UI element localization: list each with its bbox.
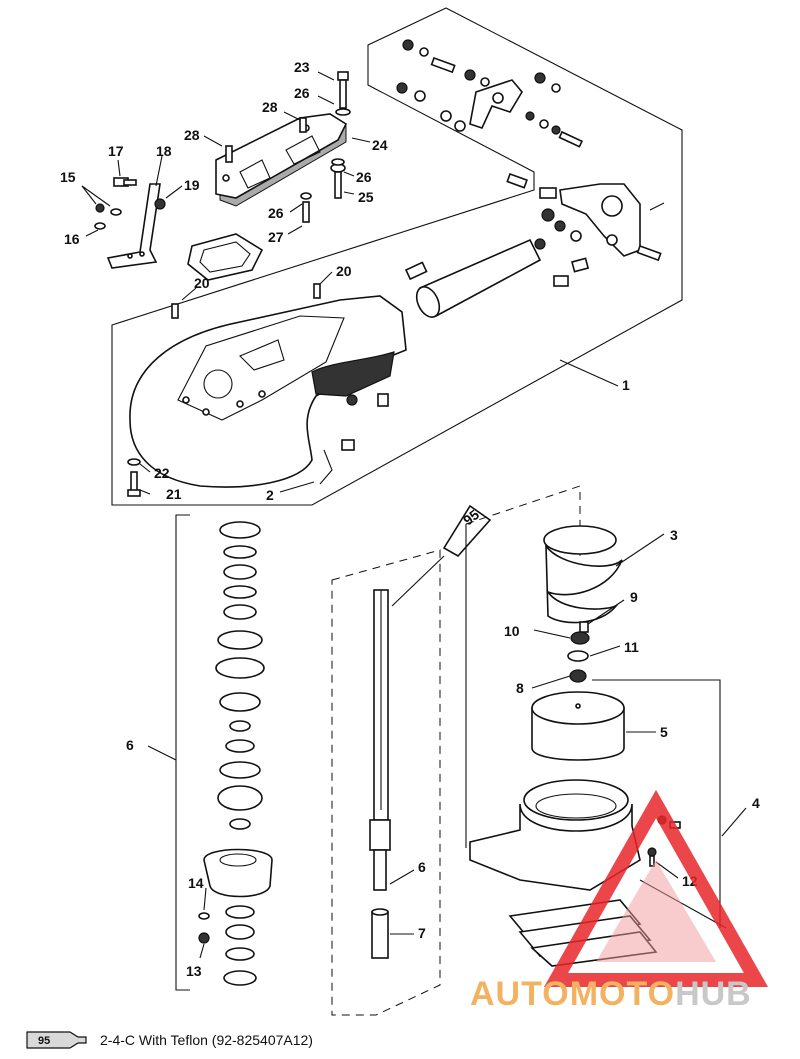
bolt-27 [302, 201, 310, 223]
callout-11: 11 [624, 639, 639, 655]
stator-nozzle [469, 779, 641, 891]
drive-shaft-group-outline [331, 549, 441, 1016]
callout-4: 4 [752, 795, 760, 811]
nut-8 [569, 669, 587, 683]
callout-26-mid: 26 [356, 169, 372, 185]
legend: 95 2-4-C With Teflon (92-825407A12) [26, 1028, 313, 1052]
callout-20-right: 20 [336, 263, 352, 279]
callout-22: 22 [154, 465, 170, 481]
callout-26-low: 26 [268, 205, 284, 221]
svg-text:95: 95 [38, 1035, 50, 1047]
screw-15 [95, 203, 105, 213]
callout-19: 19 [184, 177, 200, 193]
watermark-logo-mark [543, 789, 769, 987]
leader-lines [81, 71, 747, 959]
washer-16 [94, 222, 106, 230]
steering-bracket [469, 79, 523, 129]
callout-17: 17 [108, 143, 124, 159]
callout-28-top: 28 [262, 99, 278, 115]
callout-20-left: 20 [194, 275, 210, 291]
pin-28b [299, 117, 307, 133]
hardware-row-2 [396, 82, 584, 148]
fasteners-housing [127, 393, 389, 497]
lubricant-tube-icon: 95 [26, 1031, 87, 1049]
steering-nozzle-tube [404, 238, 542, 318]
callout-14: 14 [188, 875, 204, 891]
washer-26-mid [331, 158, 345, 166]
washer-14 [198, 912, 210, 920]
callout-24: 24 [372, 137, 388, 153]
bolt-23 [337, 71, 349, 109]
callout-1: 1 [622, 377, 630, 393]
callout-8: 8 [516, 680, 524, 696]
callout-labels: 1 2 3 4 5 6 6 7 8 9 10 11 12 13 14 15 16… [60, 59, 760, 979]
ride-plate [215, 113, 348, 207]
callout-18: 18 [156, 143, 172, 159]
legend-text: 2-4-C With Teflon (92-825407A12) [100, 1032, 313, 1048]
pin-28a [225, 145, 233, 163]
washer-22 [127, 458, 141, 466]
bearing-seal-stack [203, 521, 273, 986]
callout-9: 9 [630, 589, 638, 605]
washer-11 [567, 650, 589, 662]
bolt-17 [113, 177, 137, 187]
reverse-gate-arm [559, 183, 641, 257]
callout-23: 23 [294, 59, 310, 75]
callout-25: 25 [358, 189, 374, 205]
screw-12 [647, 847, 657, 867]
nut-19 [154, 198, 166, 210]
jet-pump-housing-group-outline [111, 7, 683, 506]
washer-26-low [300, 192, 312, 200]
reverse-gate-hardware [396, 39, 665, 287]
pump-housing [129, 295, 407, 488]
lubricant-tube-95: 95 [442, 504, 492, 558]
callout-6-shaft: 6 [418, 859, 426, 875]
impeller-3 [543, 525, 623, 624]
drive-shaft [369, 589, 391, 891]
screw-13 [198, 932, 210, 944]
callout-10: 10 [504, 623, 520, 639]
pin-20-right [313, 283, 321, 299]
callout-27: 27 [268, 229, 284, 245]
watermark-text: AUTOMOTOHUB [470, 975, 752, 1013]
callout-5: 5 [660, 724, 668, 740]
nozzle-group-bracket [592, 679, 721, 928]
key-9 [579, 621, 589, 633]
wear-ring-5 [531, 691, 625, 761]
gasket [187, 233, 264, 281]
bolt-25 [330, 163, 346, 199]
spacer-sleeve-7 [371, 908, 389, 959]
shaft-hardware-group-bracket [175, 514, 190, 991]
callout-28-left: 28 [184, 127, 200, 143]
callout-26-top: 26 [294, 85, 310, 101]
hardware-row-1 [402, 39, 561, 93]
callout-13: 13 [186, 963, 202, 979]
callout-16: 16 [64, 231, 80, 247]
pin-20-left [171, 303, 179, 319]
bearing-10 [570, 631, 590, 645]
callout-15: 15 [60, 169, 76, 185]
impeller-hardware [567, 621, 590, 683]
washer-15 [110, 208, 122, 216]
callout-21: 21 [166, 486, 182, 502]
mounting-bracket [106, 183, 161, 269]
washer-26-top [335, 108, 351, 116]
callout-2: 2 [266, 487, 274, 503]
callout-6-left: 6 [126, 737, 134, 753]
bolt-21 [127, 471, 141, 497]
callout-3: 3 [670, 527, 678, 543]
callout-7: 7 [418, 925, 426, 941]
